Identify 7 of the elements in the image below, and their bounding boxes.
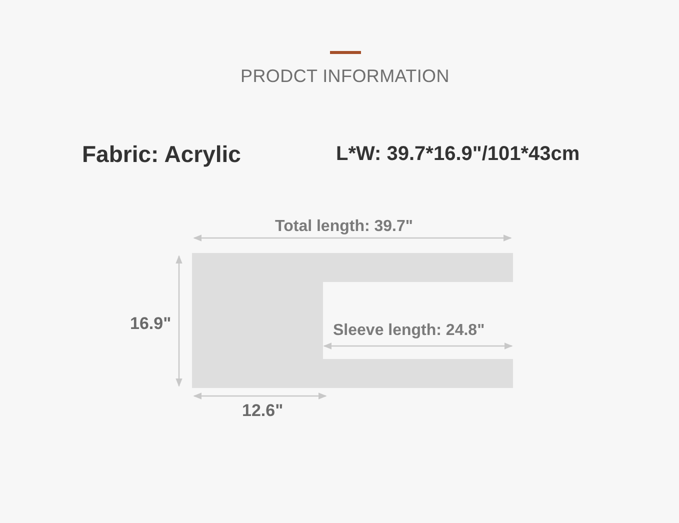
dimension-label: 12.6" [242,402,284,419]
dimension-label: Sleeve length: 24.8" [333,323,485,339]
fabric-text: Fabric: Acrylic [82,143,241,166]
dimension-label: 16.9" [130,315,172,332]
size-text: L*W: 39.7*16.9"/101*43cm [336,144,580,164]
dimension-label: Total length: 39.7" [275,219,413,235]
title: PRODCT INFORMATION [240,66,450,87]
